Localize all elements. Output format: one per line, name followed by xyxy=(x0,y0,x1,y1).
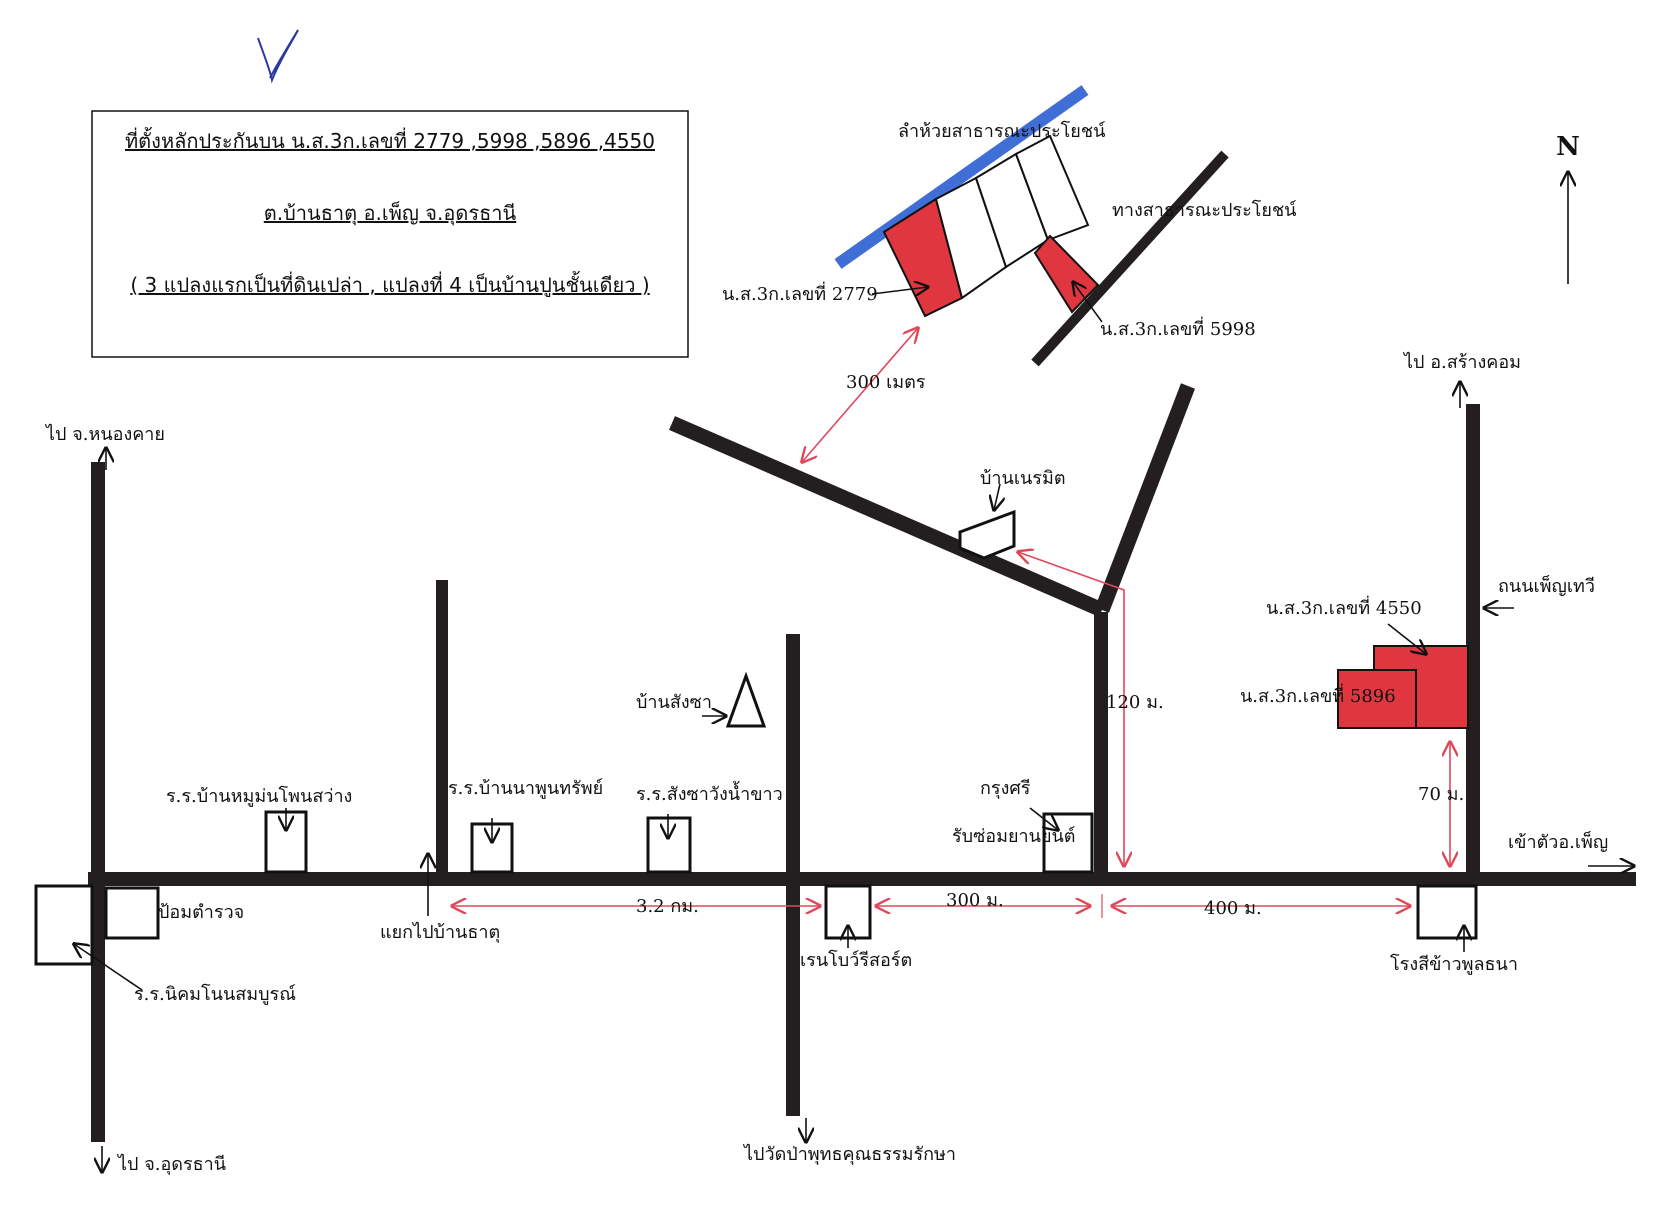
canal xyxy=(834,85,1089,269)
to-nongkhai-label: ไป จ.หนองคาย xyxy=(44,423,165,445)
dimension-lines xyxy=(452,552,1450,918)
public-road-inset xyxy=(1031,150,1229,367)
direction-arrows xyxy=(102,382,1634,1172)
school-naphun-label: ร.ร.บ้านนาพูนทรัพย์ xyxy=(448,778,603,799)
north-arrow: N xyxy=(1556,132,1580,284)
to-udon-label: ไป จ.อุดรธานี xyxy=(116,1153,226,1175)
to-sangkhom-label: ไป อ.สร้างคอม xyxy=(1402,351,1521,373)
ban-nenmit-box xyxy=(958,509,1016,560)
school-nikhom-box xyxy=(34,884,94,966)
title-line-3: ( 3 แปลงแรกเป็นที่ดินเปล่า , แปลงที่ 4 เ… xyxy=(130,271,649,298)
ban-nenmit-label: บ้านเนรมิต xyxy=(980,468,1066,489)
landmark-triangle-icon xyxy=(725,671,767,728)
police-label: ป้อมตำรวจ xyxy=(158,902,244,923)
school-nikhom-label: ร.ร.นิคมโนนสมบูรณ์ xyxy=(134,983,296,1005)
road-diagonal-east xyxy=(1094,383,1196,613)
road-phen-thewi-label: ถนนเพ็ญเทวี xyxy=(1498,574,1595,597)
plot-5896-shape xyxy=(1337,669,1417,729)
rice-mill-label: โรงสีข้าวพูลธนา xyxy=(1390,953,1518,975)
main-road xyxy=(88,872,1636,886)
krungsri-label: กรุงศรี xyxy=(980,778,1031,799)
dim-300m-inset xyxy=(802,328,918,462)
junction-banthat-label: แยกไปบ้านธาตุ xyxy=(380,921,500,943)
dist-120m-label: 120 ม. xyxy=(1106,692,1164,713)
road-phen-thewi xyxy=(1466,404,1480,880)
roads xyxy=(88,383,1636,1142)
handwritten-mark xyxy=(257,29,299,84)
title-line-1: ที่ตั้งหลักประกันบน น.ส.3ก.เลขที่ 2779 ,… xyxy=(125,127,655,153)
title-line-2: ต.บ้านธาตุ อ.เพ็ญ จ.อุดรธานี xyxy=(264,200,517,226)
road-wat xyxy=(786,634,800,1116)
dist-3-2km-label: 3.2 กม. xyxy=(636,896,699,917)
school-nummun-label: ร.ร.บ้านหมูม่นโพนสว่าง xyxy=(166,785,352,807)
plot-5896-label: น.ส.3ก.เลขที่ 5896 xyxy=(1240,683,1396,707)
road-left-vertical xyxy=(91,462,105,1142)
title-box: ที่ตั้งหลักประกันบน น.ส.3ก.เลขที่ 2779 ,… xyxy=(91,110,689,358)
dist-300m-label: 300 เมตร xyxy=(846,372,926,393)
dist-400m-label: 400 ม. xyxy=(1204,898,1262,919)
dist-300m-label-main: 300 ม. xyxy=(946,890,1004,911)
road-banthat xyxy=(436,580,448,880)
plot-5998-label: น.ส.3ก.เลขที่ 5998 xyxy=(1100,316,1256,340)
pointer-arrows xyxy=(74,483,1464,991)
school-sangsa-box xyxy=(646,816,692,874)
police-box xyxy=(104,886,160,940)
inset-plots: ลำห้วยสาธารณะประโยชน์ ทางสาธารณะประโยชน์… xyxy=(722,85,1297,462)
north-label: N xyxy=(1556,132,1580,162)
plot-4550-label: น.ส.3ก.เลขที่ 4550 xyxy=(1266,595,1422,619)
labels: ไป จ.หนองคาย ไป จ.อุดรธานี ไป อ.สร้างคอม… xyxy=(44,351,1608,1175)
rice-mill-box xyxy=(1416,884,1478,940)
garage-label: รับซ่อมยานยนต์ xyxy=(952,826,1076,847)
to-phen-label: เข้าตัวอ.เพ็ญ xyxy=(1508,830,1608,853)
canal-label: ลำห้วยสาธารณะประโยชน์ xyxy=(898,120,1106,142)
road-diagonal-west xyxy=(669,416,1105,617)
dist-70m-label: 70 ม. xyxy=(1418,784,1464,805)
rainbow-resort-label: เรนโบว์รีสอร์ต xyxy=(800,949,912,971)
school-sangsa-label: ร.ร.สังซาวังน้ำขาว xyxy=(636,781,783,805)
ban-sangsa-label: บ้านสังซา xyxy=(636,692,712,713)
public-road-label: ทางสาธารณะประโยชน์ xyxy=(1112,199,1297,221)
buildings xyxy=(34,509,1478,966)
to-wat-label: ไปวัดป่าพุทธคุณธรรมรักษา xyxy=(742,1143,956,1165)
road-junction-vertical xyxy=(1094,612,1108,880)
dim-120m xyxy=(1018,552,1124,866)
plot-2779-label: น.ส.3ก.เลขที่ 2779 xyxy=(722,281,878,305)
